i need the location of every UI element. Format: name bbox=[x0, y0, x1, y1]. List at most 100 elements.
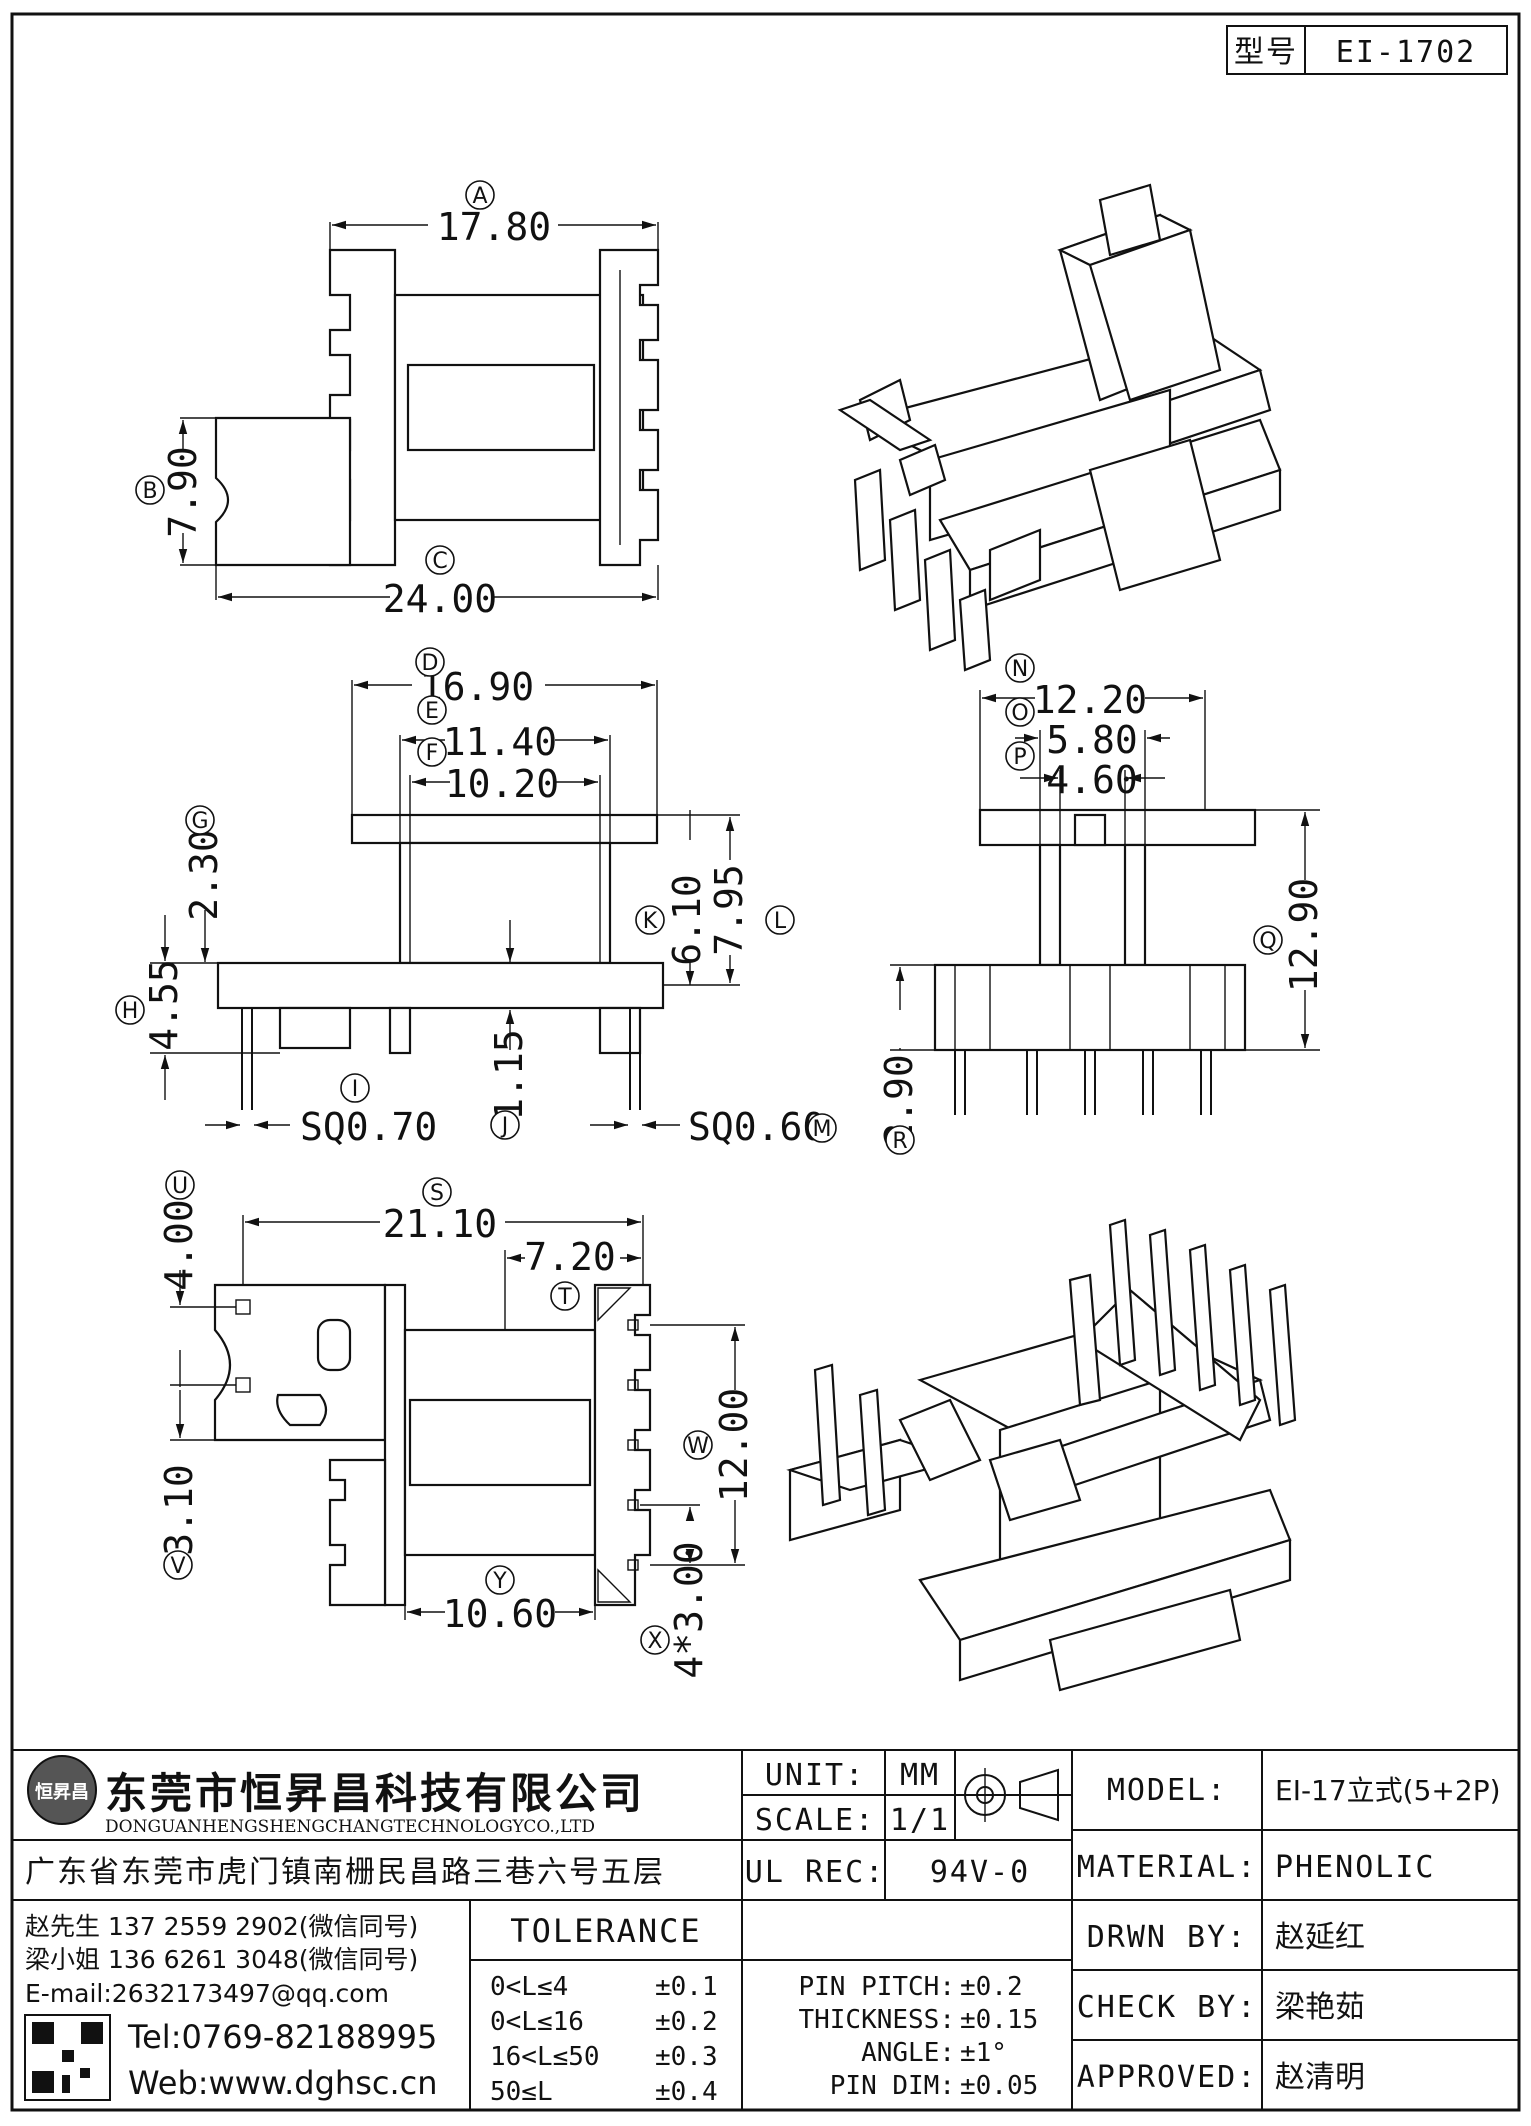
model-value: EI-17立式(5+2P) bbox=[1275, 1774, 1501, 1807]
check-value: 梁艳茹 bbox=[1275, 1990, 1365, 2025]
dim-marker-label: V bbox=[170, 1554, 185, 1579]
svg-text:0<L≤4: 0<L≤4 bbox=[490, 1972, 568, 2002]
isometric-view-top bbox=[837, 183, 1282, 672]
contact-2: 梁小姐 136 6261 3048(微信同号) bbox=[25, 1945, 418, 1974]
svg-text:±0.1: ±0.1 bbox=[655, 1972, 718, 2002]
dim-marker-label: U bbox=[172, 1174, 188, 1199]
svg-text:±0.4: ±0.4 bbox=[655, 2077, 718, 2107]
dim-marker-label: B bbox=[142, 479, 157, 504]
dim-marker-w: W bbox=[683, 1430, 713, 1460]
contact-tel: Tel:0769-82188995 bbox=[127, 2018, 437, 2056]
dim-marker-label: M bbox=[813, 1117, 832, 1142]
dim-marker-m: M bbox=[807, 1113, 837, 1143]
scale-value: 1/1 bbox=[890, 1803, 950, 1838]
dim-J: 1.15 bbox=[487, 1029, 531, 1121]
dim-O: 5.80 bbox=[1046, 718, 1138, 762]
scale-label: SCALE: bbox=[755, 1803, 875, 1838]
dim-marker-label: N bbox=[1012, 657, 1028, 682]
tolerance-title: TOLERANCE bbox=[510, 1912, 701, 1950]
dim-marker-l: L bbox=[765, 905, 795, 935]
dim-marker-label: W bbox=[687, 1434, 709, 1459]
dim-marker-label: F bbox=[426, 741, 439, 766]
model-label: MODEL: bbox=[1107, 1773, 1227, 1808]
dim-N: 12.20 bbox=[1033, 678, 1147, 722]
dim-marker-b: B bbox=[135, 475, 165, 505]
type-value: EI-1702 bbox=[1336, 35, 1476, 70]
dim-P: 4.60 bbox=[1046, 758, 1138, 802]
dim-marker-label: Y bbox=[492, 1569, 507, 1594]
svg-text:THICKNESS:: THICKNESS: bbox=[798, 2005, 955, 2035]
dim-marker-label: E bbox=[425, 699, 439, 724]
isometric-view-bottom bbox=[786, 1218, 1297, 1692]
dim-marker-label: R bbox=[892, 1129, 907, 1154]
dim-marker-i: I bbox=[340, 1073, 370, 1103]
view-front: 16.90 11.40 10.20 2.30 4.55 SQ0.70 1.15 … bbox=[142, 665, 825, 1149]
svg-text:PIN PITCH:: PIN PITCH: bbox=[798, 1972, 955, 2002]
dim-marker-label: L bbox=[774, 909, 787, 934]
svg-text:16<L≤50: 16<L≤50 bbox=[490, 2042, 600, 2072]
dim-marker-label: H bbox=[122, 999, 139, 1024]
tolerance-ranges: 0<L≤4 ±0.1 0<L≤16 ±0.2 16<L≤50 ±0.3 50≤L… bbox=[490, 1972, 718, 2107]
dim-V: 3.10 bbox=[157, 1464, 201, 1556]
unit-label: UNIT: bbox=[765, 1758, 865, 1793]
dim-marker-s: S bbox=[422, 1177, 452, 1207]
dim-marker-u: U bbox=[165, 1170, 195, 1200]
dim-marker-y: Y bbox=[485, 1565, 515, 1595]
tolerance-specs: PIN PITCH: ±0.2 THICKNESS: ±0.15 ANGLE: … bbox=[798, 1972, 1038, 2101]
dim-marker-n: N bbox=[1005, 653, 1035, 683]
dim-marker-label: O bbox=[1011, 701, 1028, 726]
approved-value: 赵清明 bbox=[1275, 2060, 1365, 2095]
svg-text:±0.15: ±0.15 bbox=[960, 2005, 1038, 2035]
svg-text:±0.2: ±0.2 bbox=[960, 1972, 1023, 2002]
dim-marker-k: K bbox=[635, 905, 665, 935]
qr-code bbox=[24, 2014, 111, 2101]
dim-marker-t: T bbox=[550, 1281, 580, 1311]
sheet-border bbox=[10, 12, 1521, 2112]
dim-marker-label: I bbox=[352, 1077, 359, 1102]
dim-marker-f: F bbox=[417, 737, 447, 767]
projection-symbol bbox=[958, 1768, 1059, 1822]
dim-K: 6.10 bbox=[665, 874, 709, 966]
dim-B: 7.90 bbox=[161, 446, 205, 538]
company-name-en: DONGUANHENGSHENGCHANGTECHNOLOGYCO.,LTD bbox=[105, 1817, 595, 1837]
dim-marker-a: A bbox=[465, 180, 495, 210]
unit-value: MM bbox=[900, 1758, 940, 1793]
dim-marker-j: J bbox=[490, 1110, 520, 1140]
dim-X: 4*3.00 bbox=[667, 1541, 711, 1678]
company-logo: 恒昇昌 bbox=[27, 1755, 97, 1825]
dim-T: 7.20 bbox=[524, 1235, 616, 1279]
dim-marker-h: H bbox=[115, 995, 145, 1025]
dim-marker-label: Q bbox=[1259, 929, 1276, 954]
contact-1: 赵先生 137 2559 2902(微信同号) bbox=[25, 1912, 418, 1941]
company-name-cn: 东莞市恒昇昌科技有限公司 bbox=[105, 1769, 645, 1818]
drawn-label: DRWN BY: bbox=[1087, 1920, 1248, 1955]
dim-marker-q: Q bbox=[1253, 925, 1283, 955]
type-label: 型号 bbox=[1234, 35, 1298, 70]
dim-marker-v: V bbox=[163, 1550, 193, 1580]
svg-text:ANGLE:: ANGLE: bbox=[861, 2038, 955, 2068]
view-top: 17.80 7.90 24.00 bbox=[161, 205, 660, 621]
dim-M: SQ0.60 bbox=[688, 1105, 825, 1149]
svg-text:恒昇昌: 恒昇昌 bbox=[35, 1781, 89, 1803]
dim-marker-g: G bbox=[185, 805, 215, 835]
ulrec-label: UL REC: bbox=[745, 1855, 885, 1890]
dim-C: 24.00 bbox=[383, 577, 497, 621]
svg-text:0<L≤16: 0<L≤16 bbox=[490, 2007, 584, 2037]
dim-marker-label: X bbox=[647, 1629, 662, 1654]
type-box: 型号 EI-1702 bbox=[1226, 25, 1508, 75]
svg-text:50≤L: 50≤L bbox=[490, 2077, 553, 2107]
title-block: 恒昇昌 东莞市恒昇昌科技有限公司 DONGUANHENGSHENGCHANGTE… bbox=[12, 1749, 1519, 2110]
dim-marker-label: S bbox=[430, 1181, 444, 1206]
dim-E: 11.40 bbox=[443, 720, 557, 764]
view-side: 12.20 5.80 4.60 12.90 2.90 bbox=[877, 678, 1326, 1146]
view-bottom: 21.10 7.20 4.00 3.10 12.00 4*3.00 10.60 bbox=[157, 1199, 756, 1678]
dim-marker-d: D bbox=[415, 647, 445, 677]
contact-email: E-mail:2632173497@qq.com bbox=[25, 1979, 389, 2008]
dim-A: 17.80 bbox=[437, 205, 551, 249]
dim-marker-label: D bbox=[422, 651, 439, 676]
dim-S: 21.10 bbox=[383, 1202, 497, 1246]
dim-marker-label: J bbox=[500, 1114, 509, 1139]
dim-Y: 10.60 bbox=[443, 1592, 557, 1636]
dim-G: 2.30 bbox=[182, 829, 226, 921]
